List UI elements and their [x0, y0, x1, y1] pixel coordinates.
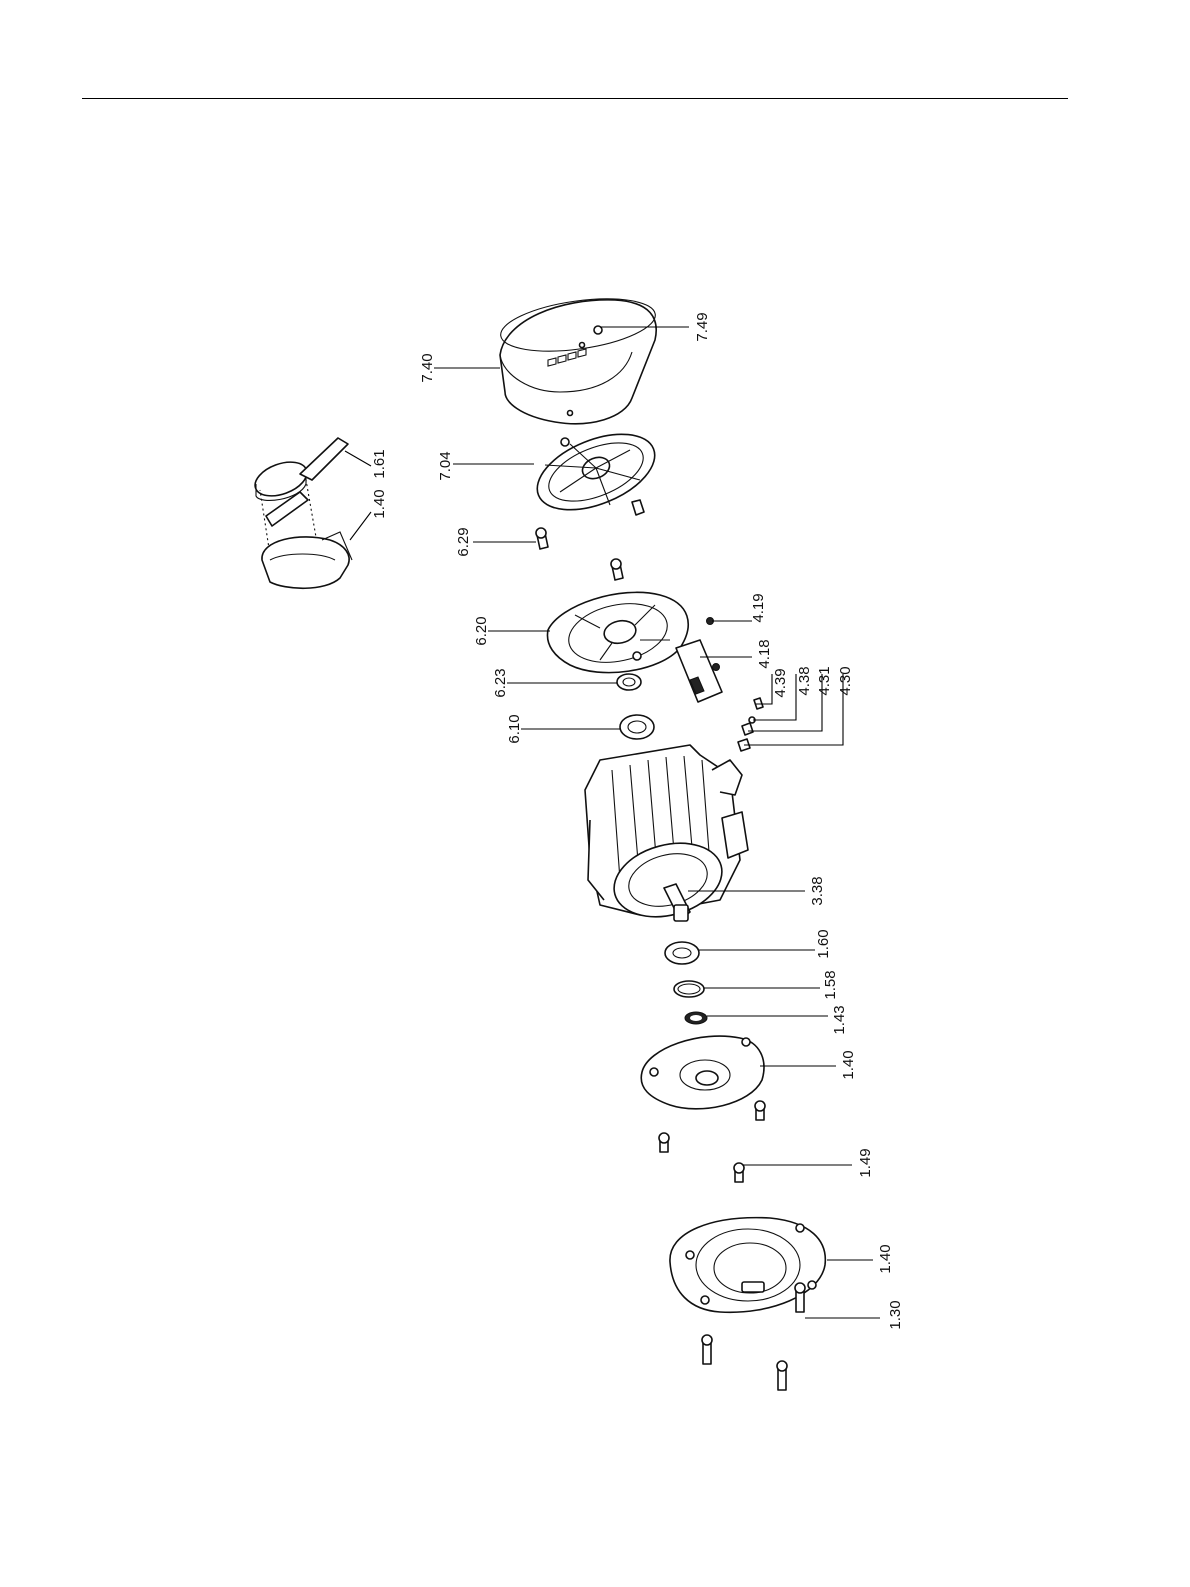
callout-1-60: 1.60: [815, 929, 832, 958]
callout-4-18: 4.18: [756, 639, 773, 668]
callout-4-30: 4.30: [837, 666, 854, 695]
callout-1-49: 1.49: [857, 1148, 874, 1177]
callout-1-61: 1.61: [371, 449, 388, 478]
callout-4-31: 4.31: [816, 666, 833, 695]
callout-7-40: 7.40: [419, 353, 436, 382]
fan-cover: [497, 290, 658, 423]
callout-1-40-shield: 1.40: [840, 1050, 857, 1079]
callout-4-19: 4.19: [750, 593, 767, 622]
callout-4-39: 4.39: [772, 668, 789, 697]
callout-1-40-flange: 1.40: [877, 1244, 894, 1273]
callout-6-10: 6.10: [506, 714, 523, 743]
motor-housing: [585, 745, 748, 928]
callout-6-23: 6.23: [492, 668, 509, 697]
callout-1-40-seal: 1.40: [371, 489, 388, 518]
bearings-rear: [617, 674, 654, 739]
callout-7-04: 7.04: [437, 451, 454, 480]
callout-1-43: 1.43: [831, 1005, 848, 1034]
callout-1-58: 1.58: [822, 970, 839, 999]
callout-3-38: 3.38: [809, 876, 826, 905]
callout-7-49: 7.49: [694, 312, 711, 341]
callout-6-20: 6.20: [473, 616, 490, 645]
callout-1-30: 1.30: [887, 1300, 904, 1329]
seal-detail: [250, 438, 352, 588]
bolts-1-49: [659, 1101, 765, 1182]
callout-4-38: 4.38: [796, 666, 813, 695]
end-shield-front: [641, 1036, 764, 1109]
end-shield-rear: [547, 592, 688, 672]
callout-6-29: 6.29: [455, 527, 472, 556]
fan: [527, 419, 666, 525]
front-bearing-parts: [665, 942, 707, 1024]
screws-6-29: [536, 528, 623, 580]
